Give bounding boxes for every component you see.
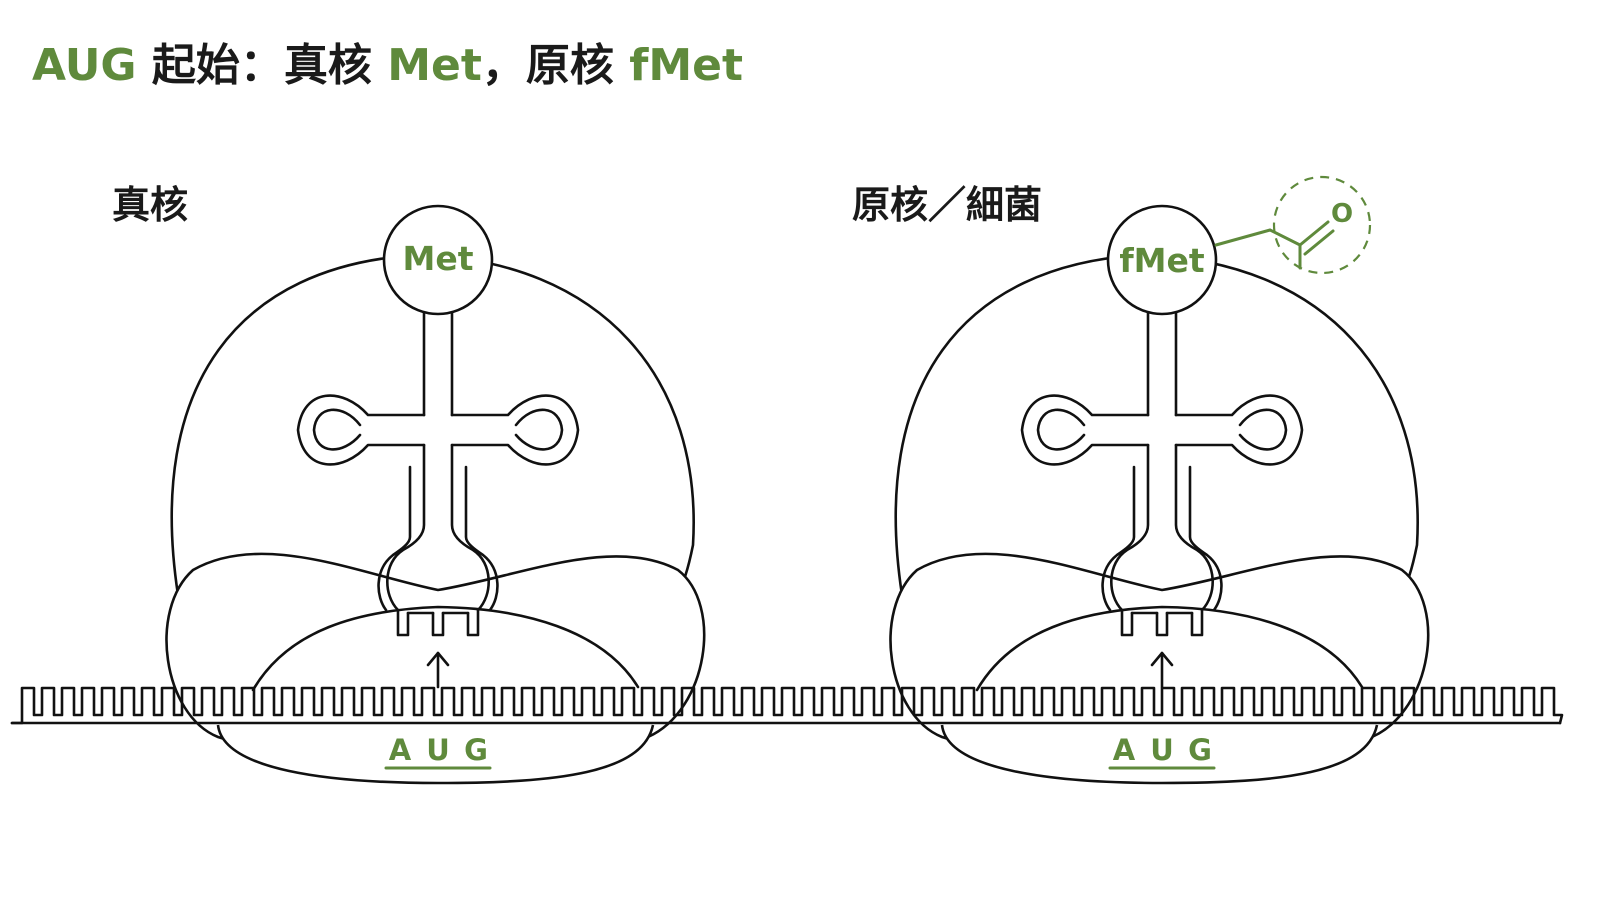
codon-base-2: U <box>1150 733 1174 767</box>
eukaryote-ribosome: Met <box>165 204 706 785</box>
title-middle: 起始：真核 <box>137 40 388 91</box>
amino-acid-fmet: fMet <box>1119 241 1205 280</box>
amino-acid-met: Met <box>403 239 474 278</box>
codon-base-1: A <box>389 733 412 767</box>
title-sep: ，原核 <box>482 40 629 91</box>
codon-eukaryote: A U G <box>384 733 492 770</box>
formyl-group: O <box>1214 175 1372 275</box>
title-aug: AUG <box>32 40 137 91</box>
codon-base-3: G <box>1188 733 1212 767</box>
panel-label-prokaryote: 原核／細菌 <box>852 183 1042 227</box>
title-fmet: fMet <box>629 40 743 91</box>
codon-prokaryote: A U G <box>1108 733 1216 770</box>
mrna-strand <box>10 686 1564 725</box>
panel-label-eukaryote: 真核 <box>112 183 188 227</box>
title-met: Met <box>387 40 482 91</box>
codon-base-1: A <box>1113 733 1136 767</box>
prokaryote-ribosome: fMet O <box>889 175 1430 785</box>
page-title: AUG 起始：真核 Met，原核 fMet <box>32 40 743 91</box>
codon-base-2: U <box>426 733 450 767</box>
codon-base-3: G <box>464 733 488 767</box>
mrna-backbone <box>10 686 1564 725</box>
oxygen-atom: O <box>1331 199 1353 229</box>
